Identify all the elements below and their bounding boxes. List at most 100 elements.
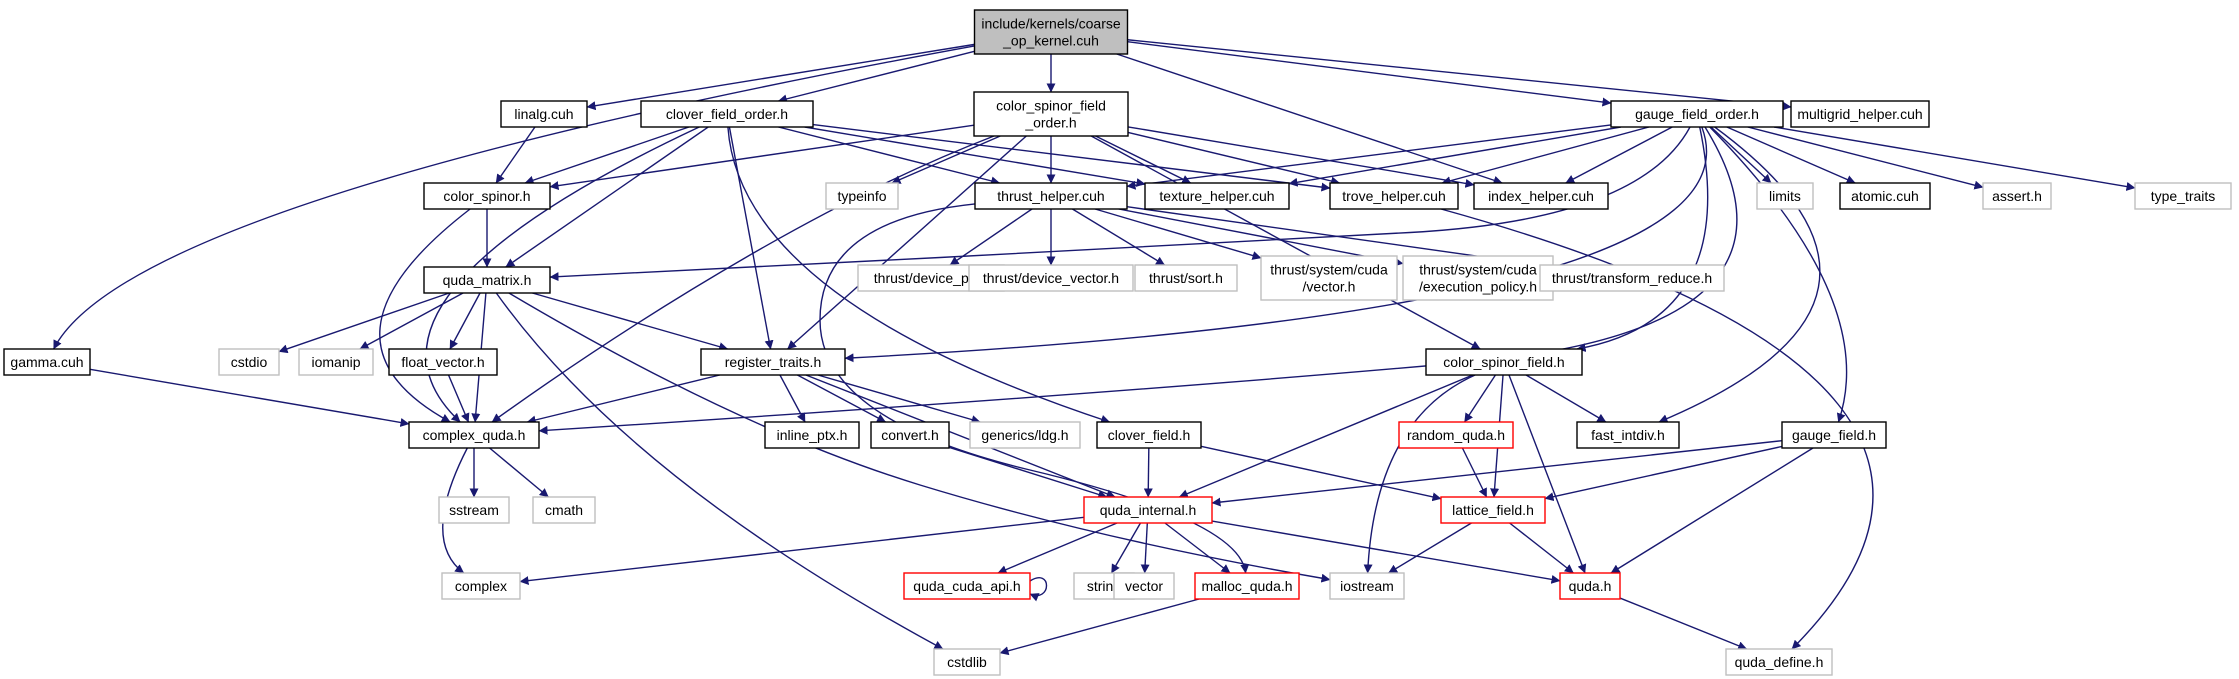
node-cstdio[interactable]: cstdio xyxy=(218,348,280,376)
edge-root-to-linalg xyxy=(586,43,975,111)
node-color-spinor-field[interactable]: color_spinor_field.h xyxy=(1425,348,1583,376)
node-box xyxy=(532,496,596,524)
node-trove-helper[interactable]: trove_helper.cuh xyxy=(1329,182,1459,210)
node-box xyxy=(298,348,374,376)
node-label: fast_intdiv.h xyxy=(1591,427,1665,443)
edge-lattice_field-to-iostream xyxy=(1388,522,1472,574)
edge-float_vector-to-complex_quda xyxy=(447,374,470,423)
node-convert[interactable]: convert.h xyxy=(870,421,950,449)
node-register-traits[interactable]: register_traits.h xyxy=(700,348,846,376)
edge-quda_matrix-to-cstdio xyxy=(278,292,450,354)
node-typeinfo[interactable]: typeinfo xyxy=(825,182,899,210)
node-multigrid-helper[interactable]: multigrid_helper.cuh xyxy=(1790,100,1930,128)
node-label: limits xyxy=(1769,188,1801,204)
node-label: thrust/transform_reduce.h xyxy=(1552,270,1712,286)
node-thrust-transform-reduce[interactable]: thrust/transform_reduce.h xyxy=(1539,264,1725,292)
node-box xyxy=(1134,264,1238,292)
edge-clover_field_order-to-register_traits xyxy=(728,126,774,350)
node-index-helper[interactable]: index_helper.cuh xyxy=(1473,182,1609,210)
node-iostream[interactable]: iostream xyxy=(1329,572,1405,600)
node-type-traits[interactable]: type_traits xyxy=(2134,182,2232,210)
node-label: index_helper.cuh xyxy=(1488,188,1594,204)
node-box xyxy=(969,421,1081,449)
node-gauge-field[interactable]: gauge_field.h xyxy=(1781,421,1887,449)
node-random-quda[interactable]: random_quda.h xyxy=(1398,421,1514,449)
node-complex[interactable]: complex xyxy=(441,572,521,600)
node-box xyxy=(388,348,498,376)
node-inline-ptx[interactable]: inline_ptx.h xyxy=(764,421,860,449)
node-vector[interactable]: vector xyxy=(1113,572,1175,600)
edge-clover_field_order-to-thrust_helper xyxy=(778,126,1001,186)
node-gauge-field-order[interactable]: gauge_field_order.h xyxy=(1610,100,1784,128)
node-assert[interactable]: assert.h xyxy=(1982,182,2052,210)
node-box xyxy=(933,648,1001,676)
node-quda-cuda-api[interactable]: quda_cuda_api.h xyxy=(903,572,1031,600)
edge-quda_internal-to-quda xyxy=(1211,520,1561,584)
node-quda-define[interactable]: quda_define.h xyxy=(1725,648,1833,676)
node-iomanip[interactable]: iomanip xyxy=(298,348,374,376)
node-root[interactable]: include/kernels/coarse_op_kernel.cuh xyxy=(973,9,1129,55)
node-cstdlib[interactable]: cstdlib xyxy=(933,648,1001,676)
node-box xyxy=(2134,182,2232,210)
node-limits[interactable]: limits xyxy=(1756,182,1814,210)
edge-color_spinor_field_order-to-texture_helper xyxy=(1095,135,1192,184)
edge-register_traits-to-quda_internal xyxy=(805,374,1116,499)
edge-root-to-index_helper xyxy=(1116,53,1503,185)
node-thrust-system-cuda-vector[interactable]: thrust/system/cuda/vector.h xyxy=(1260,255,1398,301)
edge-clover_field-to-lattice_field xyxy=(1200,445,1442,502)
edge-quda_matrix-to-iostream xyxy=(508,292,1331,583)
node-label: thrust/device_vector.h xyxy=(983,270,1119,286)
node-clover-field-order[interactable]: clover_field_order.h xyxy=(640,100,814,128)
node-label: thrust/device_ptr.h xyxy=(874,270,988,286)
node-fast-intdiv[interactable]: fast_intdiv.h xyxy=(1576,421,1680,449)
node-label: /execution_policy.h xyxy=(1419,279,1537,295)
node-label: atomic.cuh xyxy=(1851,188,1919,204)
node-linalg[interactable]: linalg.cuh xyxy=(500,100,588,128)
node-label: thrust/system/cuda xyxy=(1270,262,1388,278)
node-clover-field[interactable]: clover_field.h xyxy=(1096,421,1202,449)
node-quda[interactable]: quda.h xyxy=(1559,572,1621,600)
node-thrust-system-cuda-exec[interactable]: thrust/system/cuda/execution_policy.h xyxy=(1402,255,1554,301)
node-box xyxy=(974,182,1128,210)
node-box xyxy=(408,421,540,449)
node-malloc-quda[interactable]: malloc_quda.h xyxy=(1194,572,1300,600)
edge-color_spinor_field_order-to-complex_quda xyxy=(491,135,995,423)
node-thrust-sort[interactable]: thrust/sort.h xyxy=(1134,264,1238,292)
node-generics-ldg[interactable]: generics/ldg.h xyxy=(969,421,1081,449)
node-label: quda_define.h xyxy=(1735,654,1824,670)
node-sstream[interactable]: sstream xyxy=(438,496,510,524)
edge-thrust_helper-to-thrust_system_cuda_exec xyxy=(1118,208,1404,267)
edge-quda_matrix-to-register_traits xyxy=(532,292,729,351)
edge-gauge_field_order-to-register_traits xyxy=(844,126,1708,363)
node-color-spinor-field-order[interactable]: color_spinor_field_order.h xyxy=(973,91,1129,137)
node-label: quda_cuda_api.h xyxy=(913,578,1020,594)
edge-register_traits-to-inline_ptx xyxy=(779,374,806,423)
edge-color_spinor_field-to-random_quda xyxy=(1463,374,1497,423)
edge-color_spinor_field-to-quda_internal xyxy=(1178,374,1473,498)
edge-color_spinor_field_order-to-register_traits xyxy=(787,135,1027,350)
edge-root-to-clover_field_order xyxy=(777,50,975,104)
node-quda-internal[interactable]: quda_internal.h xyxy=(1083,496,1213,524)
edge-color_spinor-to-complex_quda xyxy=(379,208,471,423)
node-atomic[interactable]: atomic.cuh xyxy=(1839,182,1931,210)
node-cmath[interactable]: cmath xyxy=(532,496,596,524)
node-label: generics/ldg.h xyxy=(981,427,1068,443)
node-box xyxy=(1756,182,1814,210)
node-box xyxy=(500,100,588,128)
node-thrust-helper[interactable]: thrust_helper.cuh xyxy=(974,182,1128,210)
node-lattice-field[interactable]: lattice_field.h xyxy=(1440,496,1546,524)
edge-clover_field_order-to-clover_field xyxy=(727,126,1111,424)
node-quda-matrix[interactable]: quda_matrix.h xyxy=(423,266,551,294)
node-color-spinor[interactable]: color_spinor.h xyxy=(423,182,551,210)
edge-quda_internal-to-vector xyxy=(1140,522,1150,574)
node-thrust-device-vector[interactable]: thrust/device_vector.h xyxy=(968,264,1134,292)
node-gamma[interactable]: gamma.cuh xyxy=(3,348,91,376)
node-label: assert.h xyxy=(1992,188,2042,204)
edge-gauge_field_order-to-gauge_field xyxy=(1709,126,1848,423)
node-complex-quda[interactable]: complex_quda.h xyxy=(408,421,540,449)
node-texture-helper[interactable]: texture_helper.cuh xyxy=(1144,182,1290,210)
edge-quda-to-quda_define xyxy=(1619,597,1748,650)
node-label: color_spinor.h xyxy=(443,188,530,204)
node-label: thrust/sort.h xyxy=(1149,270,1223,286)
node-float-vector[interactable]: float_vector.h xyxy=(388,348,498,376)
